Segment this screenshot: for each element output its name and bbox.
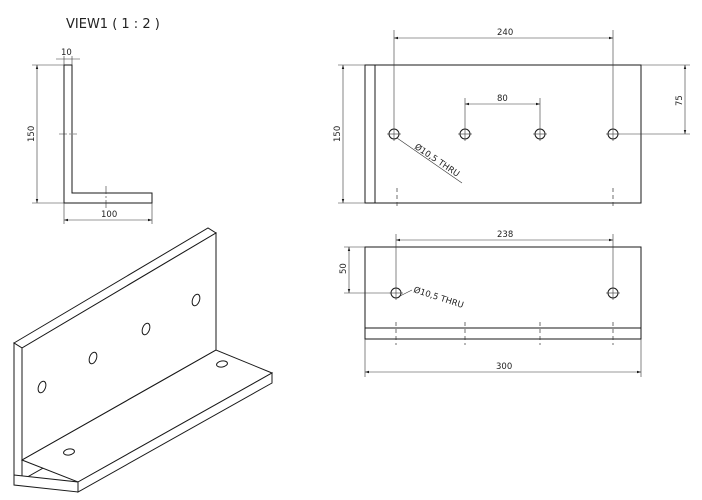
side-view: 10 150 100: [27, 48, 153, 224]
top-hole-1: [389, 286, 403, 300]
front-height-dimension: 150: [333, 126, 343, 142]
front-view: 240 80 150 75 Ø10,5 THRU: [333, 28, 690, 208]
iso-hole-2: [88, 351, 98, 365]
top-length-dimension: 300: [496, 362, 512, 372]
iso-hole-6: [216, 360, 228, 368]
top-hole-spacing-dimension: 238: [497, 230, 513, 240]
iso-hole-3: [141, 322, 151, 336]
front-hole-callout: Ø10,5 THRU: [412, 141, 461, 179]
front-outer-spacing-dimension: 240: [497, 28, 513, 38]
front-hole-2: [458, 127, 472, 141]
iso-hole-4: [191, 293, 201, 307]
view-title: VIEW1 ( 1 : 2 ): [66, 17, 160, 32]
iso-hole-1: [37, 380, 47, 394]
side-thickness-dimension: 10: [61, 48, 72, 58]
top-hole-offset-dimension: 50: [339, 263, 349, 274]
top-view: 238 50 300 Ø10,5 THRU: [339, 230, 642, 377]
front-hole-4: [606, 127, 620, 141]
front-hole-3: [533, 127, 547, 141]
front-hole-offset-dimension: 75: [675, 95, 685, 106]
iso-hole-5: [63, 448, 75, 456]
side-width-dimension: 100: [101, 210, 117, 220]
side-height-dimension: 150: [27, 126, 37, 142]
top-hole-callout: Ø10,5 THRU: [412, 284, 465, 311]
isometric-view: [13, 227, 274, 493]
front-inner-spacing-dimension: 80: [497, 94, 508, 104]
top-hole-2: [606, 286, 620, 300]
front-hole-1: [387, 127, 401, 141]
